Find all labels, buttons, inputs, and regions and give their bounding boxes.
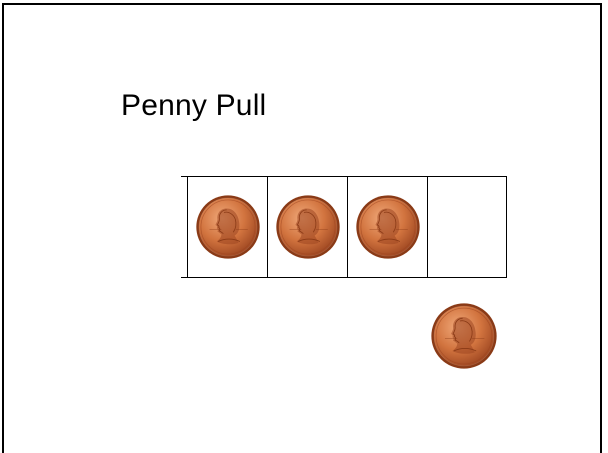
penny-icon [355, 194, 421, 260]
loose-penny[interactable] [430, 302, 498, 370]
penny-icon [430, 302, 498, 370]
frame-cell-2 [267, 177, 347, 277]
slide-title: Penny Pull [121, 89, 267, 122]
penny-icon [275, 194, 341, 260]
frame-cell-1 [187, 177, 267, 277]
frame-cell-4 [427, 177, 507, 277]
frame-bottom-line [181, 277, 507, 278]
penny-icon [195, 194, 261, 260]
frame-cell-3 [347, 177, 427, 277]
frame-top-line [181, 176, 507, 177]
